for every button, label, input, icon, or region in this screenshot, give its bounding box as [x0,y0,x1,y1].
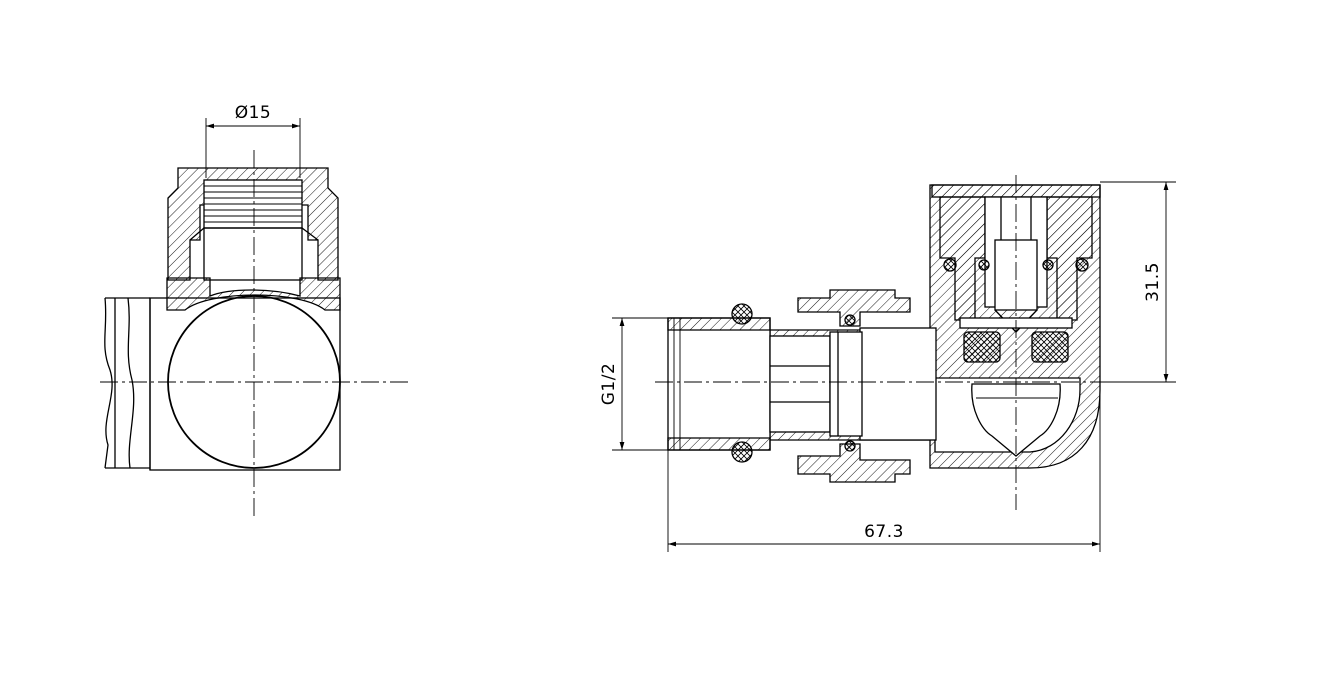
length-dimension: 67.3 [667,390,1101,552]
right-view: G1/2 67.3 31.5 [599,175,1176,552]
left-view: Ø15 [100,103,408,520]
o-ring-bottom [731,441,753,463]
diameter-dimension: Ø15 [205,103,301,178]
inner-sleeve [859,327,937,441]
height-label: 31.5 [1143,262,1163,302]
length-label: 67.3 [864,522,904,542]
thread-label: G1/2 [599,363,619,406]
union-nut [797,289,911,327]
left-pipe-stub [104,297,341,471]
left-compression-nut [167,167,339,281]
o-ring-top [731,303,753,325]
thread-dimension: G1/2 [599,317,668,451]
diameter-label: Ø15 [235,103,272,123]
tailpiece [667,317,863,451]
height-dimension: 31.5 [1100,181,1176,383]
left-body [166,277,341,469]
